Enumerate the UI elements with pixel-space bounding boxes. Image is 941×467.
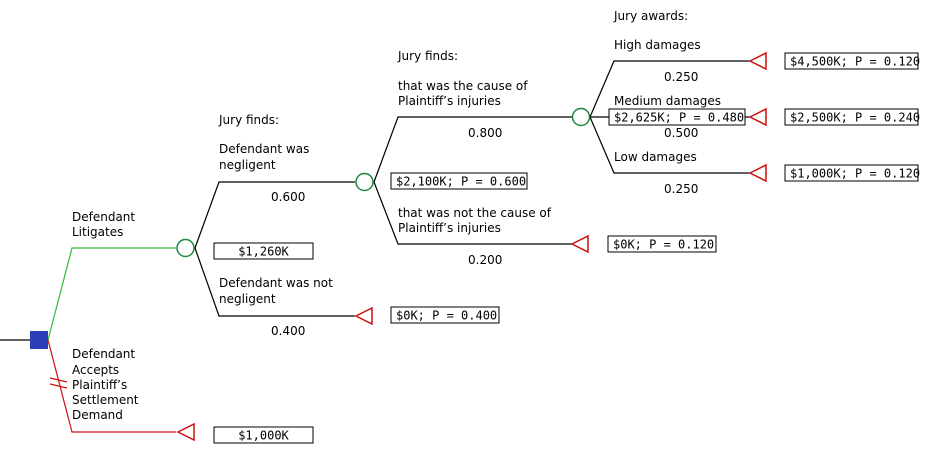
cause-prob: 0.800 (468, 126, 502, 140)
negligent-prob: 0.600 (271, 190, 305, 204)
settle-label-line3: Plaintiff’s (72, 378, 127, 392)
causation-heading: Jury finds: (397, 49, 458, 63)
cause-value: $2,625K; P = 0.480 (614, 111, 744, 125)
cause-label-line2: Plaintiff’s injuries (398, 94, 501, 108)
negligence-chance-node-icon[interactable] (176, 238, 195, 258)
settle-label-line5: Demand (72, 408, 123, 422)
litigate-label-line2: Litigates (72, 225, 123, 239)
not-cause-branch-line[interactable] (373, 181, 572, 245)
not-negligent-terminal-icon[interactable] (354, 306, 373, 326)
high-damages-branch-line[interactable] (589, 60, 750, 118)
settle-label-line2: Accepts (72, 363, 119, 377)
negligent-value: $2,100K; P = 0.600 (396, 175, 526, 189)
decision-square-icon[interactable] (30, 331, 48, 349)
cut-mark-icon (49, 377, 68, 383)
settle-value-box: $1,000K (213, 426, 314, 444)
litigate-value-box: $1,260K (213, 242, 314, 260)
low-damages-value-box: $1,000K; P = 0.120 (784, 164, 920, 182)
not-cause-value-box: $0K; P = 0.120 (607, 235, 717, 253)
settle-label-line1: Defendant (72, 347, 135, 361)
not-cause-label-line1: that was not the cause of (398, 206, 552, 220)
damages-chance-node-icon[interactable] (571, 107, 591, 127)
high-damages-value-box: $4,500K; P = 0.120 (784, 52, 920, 70)
medium-damages-value-box: $2,500K; P = 0.240 (784, 108, 920, 126)
not-negligent-label-line2: negligent (219, 292, 276, 306)
not-cause-terminal-icon[interactable] (570, 234, 589, 254)
negligence-heading: Jury finds: (218, 113, 279, 127)
high-damages-terminal-icon[interactable] (748, 51, 767, 71)
not-negligent-branch-line[interactable] (194, 247, 355, 317)
medium-damages-label: Medium damages (614, 94, 721, 108)
not-negligent-prob: 0.400 (271, 324, 305, 338)
litigate-value: $1,260K (238, 245, 289, 259)
low-damages-label: Low damages (614, 150, 697, 164)
not-negligent-value: $0K; P = 0.400 (396, 309, 497, 323)
not-cause-label-line2: Plaintiff’s injuries (398, 221, 501, 235)
cause-branch-line[interactable] (373, 116, 572, 183)
high-damages-prob: 0.250 (664, 70, 698, 84)
causation-chance-node-icon[interactable] (355, 172, 374, 192)
low-damages-terminal-icon[interactable] (748, 163, 767, 183)
damages-heading: Jury awards: (613, 9, 688, 23)
low-damages-prob: 0.250 (664, 182, 698, 196)
not-negligent-label-line1: Defendant was not (219, 276, 333, 290)
negligent-label-line1: Defendant was (219, 142, 309, 156)
settle-label-line4: Settlement (72, 393, 139, 407)
litigate-label-line1: Defendant (72, 210, 135, 224)
not-negligent-value-box: $0K; P = 0.400 (390, 306, 500, 324)
medium-damages-prob: 0.500 (664, 126, 698, 140)
negligent-value-box: $2,100K; P = 0.600 (390, 172, 528, 190)
high-damages-label: High damages (614, 38, 701, 52)
low-damages-branch-line[interactable] (589, 116, 750, 174)
settle-value: $1,000K (238, 429, 289, 443)
low-damages-value: $1,000K; P = 0.120 (790, 167, 920, 181)
medium-damages-value: $2,500K; P = 0.240 (790, 111, 920, 125)
medium-damages-terminal-icon[interactable] (748, 107, 767, 127)
not-cause-prob: 0.200 (468, 253, 502, 267)
settle-branch-line[interactable] (47, 339, 176, 433)
not-cause-value: $0K; P = 0.120 (613, 238, 714, 252)
settle-terminal-icon[interactable] (176, 422, 195, 442)
litigate-branch-line[interactable] (47, 247, 176, 341)
cause-label-line1: that was the cause of (398, 79, 528, 93)
negligent-branch-line[interactable] (194, 181, 355, 249)
high-damages-value: $4,500K; P = 0.120 (790, 55, 920, 69)
negligent-label-line2: negligent (219, 158, 276, 172)
cause-value-box: $2,625K; P = 0.480 (608, 108, 746, 126)
cut-mark-icon (49, 383, 68, 389)
